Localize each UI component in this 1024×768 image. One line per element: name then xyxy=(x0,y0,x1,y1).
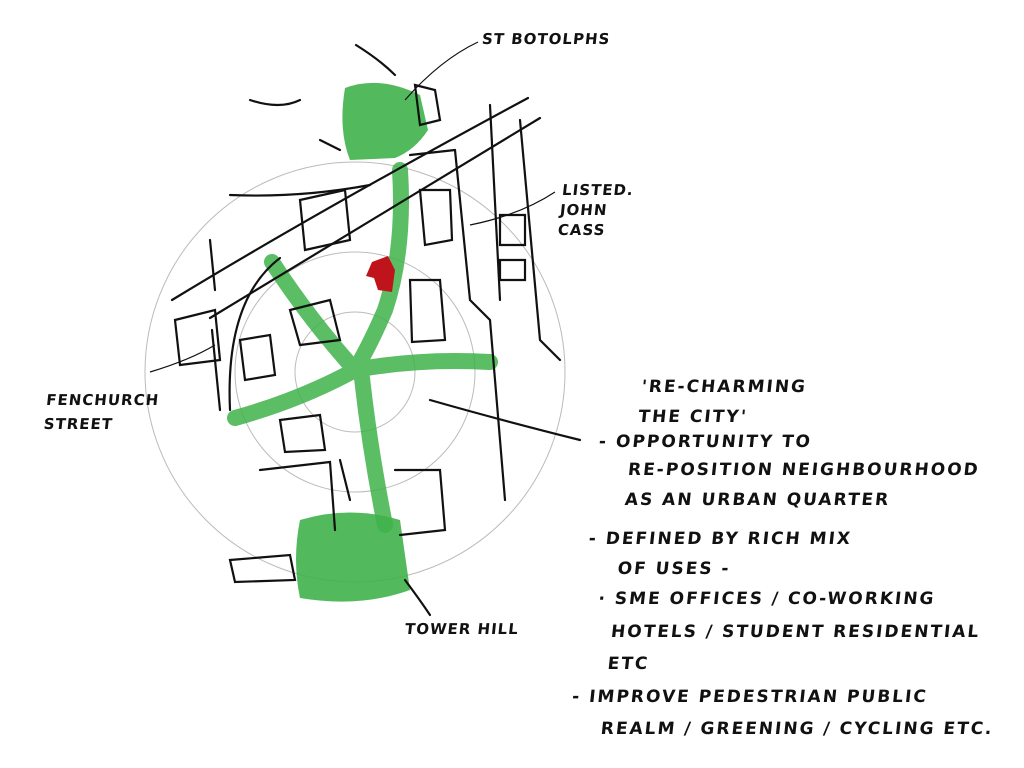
listed-building-john-cass xyxy=(366,256,395,292)
route-north xyxy=(347,162,409,378)
note-line: realm / greening / cycling etc. xyxy=(599,719,995,739)
street-lines xyxy=(170,43,582,617)
notes-title: 'Re-charming the City' xyxy=(637,372,809,432)
note-line: - Defined by rich mix xyxy=(587,529,853,549)
label-line: Listed. xyxy=(561,181,635,199)
label-line: Street xyxy=(42,415,114,433)
route-northwest xyxy=(264,254,363,378)
label-line: John xyxy=(559,201,609,219)
note-line: hotels / student residential xyxy=(609,622,982,642)
route-southwest xyxy=(227,362,363,426)
note-line: of uses - xyxy=(616,559,732,579)
note-line: 'Re-charming xyxy=(640,377,808,397)
label-tower-hill: Tower Hill xyxy=(404,620,520,638)
label-st-botolphs: St Botolphs xyxy=(481,30,612,48)
label-line: Cass xyxy=(556,221,607,239)
note-line: - Improve pedestrian public xyxy=(571,687,929,707)
note-line: as an urban quarter xyxy=(623,490,892,510)
note-line: the City' xyxy=(637,407,749,427)
label-line: Fenchurch xyxy=(45,391,161,409)
route-east xyxy=(347,353,498,378)
st-botolphs-green xyxy=(342,82,428,160)
tower-hill-green xyxy=(296,512,410,602)
note-line: Re-position neighbourhood xyxy=(626,460,981,480)
label-listed-john-cass: Listed. John Cass xyxy=(557,180,635,240)
green-spaces xyxy=(296,82,428,602)
note-line: · SME offices / co-working xyxy=(597,589,937,609)
route-south xyxy=(354,370,393,533)
label-fenchurch-street: Fenchurch Street xyxy=(42,388,160,436)
note-line: etc xyxy=(606,654,651,674)
leader-lines xyxy=(149,41,556,373)
note-line: - Opportunity to xyxy=(597,432,813,452)
